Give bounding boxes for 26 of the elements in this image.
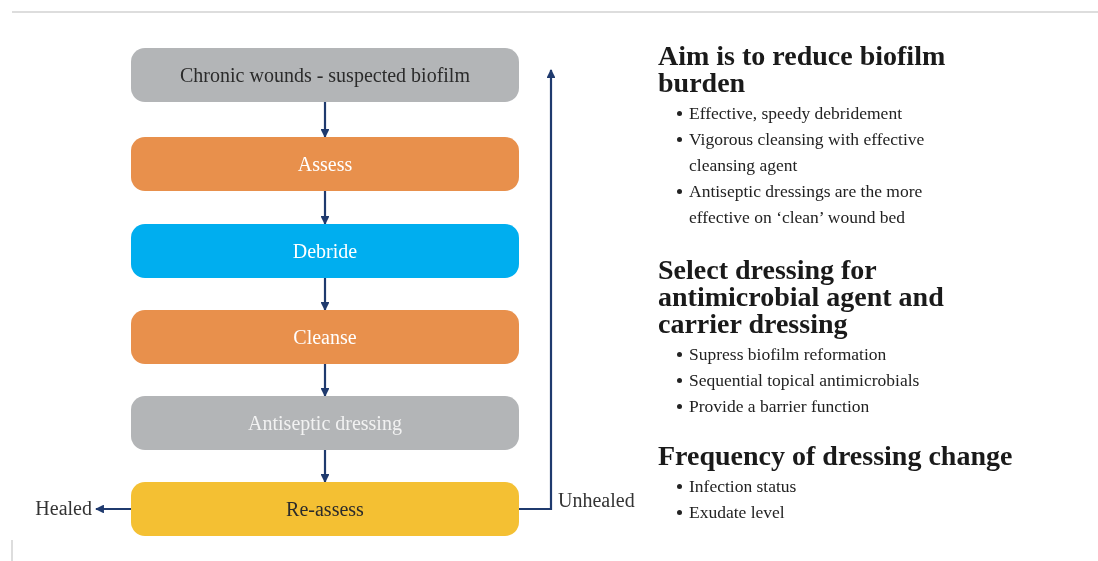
arrow <box>320 450 330 483</box>
process-box: Debride <box>131 224 519 278</box>
bullet-item: Provide a barrier function <box>689 395 870 418</box>
edge-label: Unhealed <box>558 489 635 512</box>
arrow <box>519 69 556 511</box>
arrow <box>320 364 330 397</box>
bullet-item: Vigorous cleansing with effective cleansing agent <box>689 128 926 177</box>
section-heading: Select dressing for antimicrobial agent and carrier dressing <box>658 256 945 337</box>
section-heading: Aim is to reduce biofilm burden <box>658 42 947 96</box>
arrow <box>95 504 131 514</box>
bullet-item: Exudate level <box>689 501 785 524</box>
outcome-text: Healed <box>35 496 92 520</box>
bullet-item: Supress biofilm reformation <box>689 343 887 366</box>
bullet-item: Sequential topical antimicrobials <box>689 369 920 392</box>
bullet-item: Infection status <box>689 475 797 498</box>
bullet-item: Effective, speedy debridement <box>689 102 902 125</box>
bullet-item: Antiseptic dressings are the more effective on ‘clean’ wound bed <box>689 180 924 229</box>
section-heading: Frequency of dressing change <box>658 442 1014 469</box>
process-box: Cleanse <box>131 310 519 364</box>
process-box: Re-assess <box>131 482 519 536</box>
process-box: Antiseptic dressing <box>131 396 519 450</box>
arrow <box>320 191 330 225</box>
arrow <box>320 278 330 311</box>
process-box: Chronic wounds - suspected biofilm <box>131 48 519 102</box>
arrow <box>320 102 330 138</box>
process-box: Assess <box>131 137 519 191</box>
